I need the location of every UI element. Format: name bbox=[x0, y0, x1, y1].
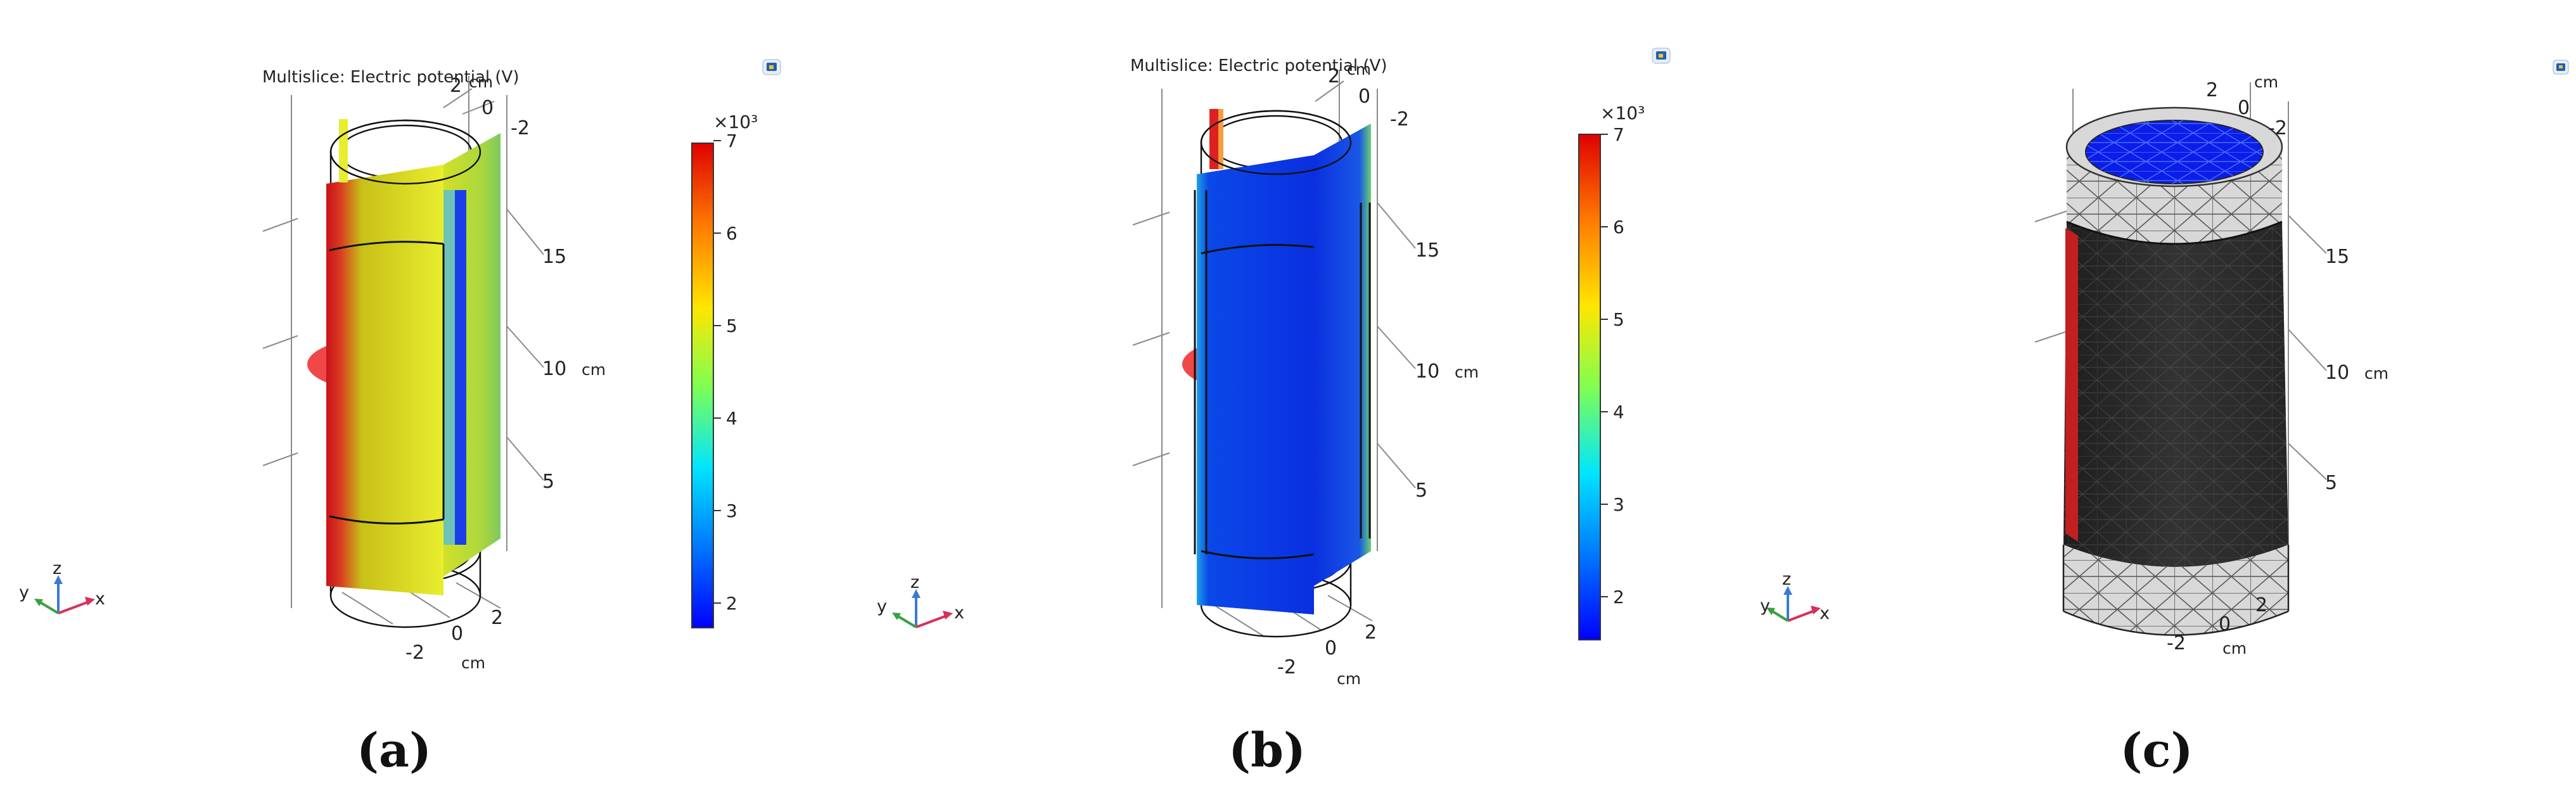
top-axis-unit: cm bbox=[1347, 60, 1371, 79]
vertical-slice-front bbox=[326, 165, 443, 595]
red-electrode-strip bbox=[2065, 228, 2078, 542]
z-tick-15: 15 bbox=[1415, 239, 1439, 262]
slice-strip bbox=[339, 119, 348, 182]
bottom-axis-unit: cm bbox=[1337, 670, 1361, 688]
panel-caption: (b) bbox=[1228, 723, 1306, 778]
axis-triad: z x y bbox=[877, 573, 964, 628]
axis-triad: z x y bbox=[19, 559, 105, 614]
z-tick-5: 5 bbox=[1415, 480, 1427, 502]
top-tick-neg2: -2 bbox=[1390, 108, 1409, 130]
top-tick-neg2: -2 bbox=[2268, 117, 2287, 139]
bottom-tick-neg2: -2 bbox=[405, 642, 424, 664]
bottom-tick-2: 2 bbox=[491, 607, 503, 629]
top-rim bbox=[1200, 110, 1352, 175]
triad-x-label: x bbox=[1820, 604, 1830, 623]
bottom-tick-neg2: -2 bbox=[1277, 656, 1296, 678]
inner-electrode bbox=[1194, 190, 1371, 559]
z-axis-unit: cm bbox=[2364, 364, 2388, 383]
bottom-tick-2: 2 bbox=[2255, 594, 2267, 616]
top-tick-2: 2 bbox=[450, 75, 462, 97]
triad-x-label: x bbox=[954, 603, 964, 623]
triad-z-label: z bbox=[910, 573, 919, 592]
inner-electrode bbox=[329, 241, 445, 525]
z-axis-unit: cm bbox=[582, 360, 606, 379]
panel-b-plot: Multislice: Electric potential (V) bbox=[877, 48, 1671, 778]
triad-z-label: z bbox=[1782, 569, 1791, 589]
top-tick-2: 2 bbox=[2206, 79, 2218, 101]
bottom-tick-0: 0 bbox=[451, 623, 463, 645]
bottom-axis-unit: cm bbox=[461, 654, 485, 672]
triad-y-label: y bbox=[19, 583, 29, 602]
top-axis-unit: cm bbox=[469, 73, 493, 91]
vertical-slice-back bbox=[1314, 124, 1371, 586]
top-axis-unit: cm bbox=[2254, 73, 2278, 91]
top-rim bbox=[329, 119, 481, 185]
colorbar-tick: 4 bbox=[1613, 402, 1624, 423]
z-tick-15: 15 bbox=[542, 246, 566, 268]
colorbar-tick: 7 bbox=[1613, 124, 1624, 145]
z-tick-5: 5 bbox=[2325, 472, 2337, 494]
top-tick-neg2: -2 bbox=[511, 117, 530, 139]
colorbar-tick: 4 bbox=[726, 408, 737, 429]
colorbar-exponent: ×10³ bbox=[713, 111, 758, 132]
colorbar-tick: 2 bbox=[1613, 587, 1624, 607]
plot-title: Multislice: Electric potential (V) bbox=[262, 68, 519, 87]
top-tick-0: 0 bbox=[481, 97, 494, 119]
bottom-axis-unit: cm bbox=[2222, 639, 2247, 658]
top-tick-0: 0 bbox=[1358, 86, 1370, 108]
colorbar-tick: 3 bbox=[1613, 494, 1624, 515]
colorbar-tick: 7 bbox=[726, 130, 737, 151]
colorbar-tick: 3 bbox=[726, 500, 737, 521]
mesh-dark-body bbox=[2063, 220, 2288, 567]
comsol-logo-icon[interactable] bbox=[2553, 60, 2569, 75]
panel-caption: (a) bbox=[357, 723, 431, 778]
comsol-logo-icon[interactable] bbox=[1652, 48, 1671, 64]
z-tick-10: 10 bbox=[542, 358, 566, 380]
bottom-tick-0: 0 bbox=[2219, 613, 2231, 635]
triad-y-label: y bbox=[1760, 596, 1770, 616]
slice-strip-edge bbox=[1218, 109, 1223, 169]
comsol-logo-icon[interactable] bbox=[762, 59, 781, 75]
bottom-tick-0: 0 bbox=[1325, 637, 1337, 659]
panel-c: 15 10 cm 5 2 cm 0 -2 -2 0 2 cm z x y (c) bbox=[1718, 0, 2576, 795]
panel-a-plot: Multislice: Electric potential (V) bbox=[19, 59, 781, 778]
triad-z-label: z bbox=[53, 559, 61, 578]
axis-triad: z x y bbox=[1760, 569, 1830, 623]
mesh-top-cap bbox=[2065, 106, 2283, 244]
top-tick-2: 2 bbox=[1328, 65, 1340, 87]
colorbar-tick: 6 bbox=[1613, 217, 1624, 238]
colorbar-tick: 5 bbox=[1613, 309, 1624, 330]
panel-caption: (c) bbox=[2120, 723, 2193, 778]
vertical-slice-back bbox=[443, 133, 501, 576]
colorbar: ×10³ 7 6 5 4 3 2 bbox=[1578, 103, 1645, 640]
z-tick-10: 10 bbox=[2325, 362, 2349, 384]
plot-title: Multislice: Electric potential (V) bbox=[1130, 56, 1387, 75]
panel-c-plot: 15 10 cm 5 2 cm 0 -2 -2 0 2 cm z x y (c) bbox=[1760, 60, 2569, 778]
bottom-tick-neg2: -2 bbox=[2167, 632, 2186, 654]
panel-b: Multislice: Electric potential (V) bbox=[859, 0, 1718, 795]
colorbar-tick: 2 bbox=[726, 593, 737, 614]
mesh-bottom-cap bbox=[2062, 545, 2290, 636]
bottom-tick-2: 2 bbox=[1365, 621, 1377, 644]
panel-a: Multislice: Electric potential (V) bbox=[0, 0, 859, 795]
triad-y-label: y bbox=[877, 597, 887, 616]
triad-x-label: x bbox=[95, 589, 105, 609]
colorbar-tick: 5 bbox=[726, 315, 737, 336]
z-tick-5: 5 bbox=[542, 471, 554, 493]
colorbar: ×10³ 7 6 5 4 3 2 bbox=[691, 111, 758, 628]
z-tick-15: 15 bbox=[2325, 246, 2349, 268]
top-tick-0: 0 bbox=[2238, 97, 2250, 119]
colorbar-tick: 6 bbox=[726, 223, 737, 244]
z-axis-unit: cm bbox=[1455, 363, 1479, 381]
colorbar-exponent: ×10³ bbox=[1600, 103, 1645, 124]
z-tick-10: 10 bbox=[1415, 360, 1439, 383]
vertical-slice-front bbox=[1197, 155, 1314, 614]
